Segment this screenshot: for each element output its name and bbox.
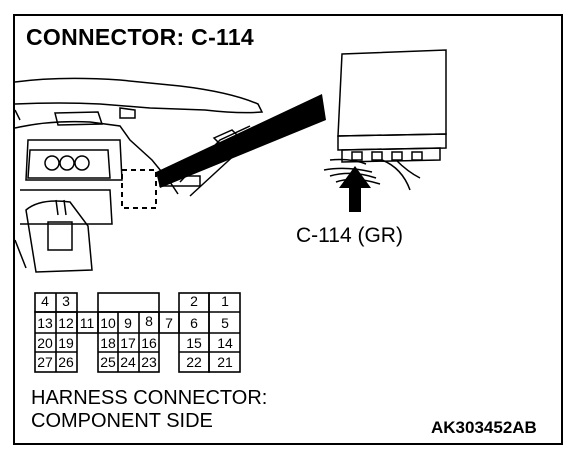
pin-13: 13 [37,315,53,331]
pin-4: 4 [41,293,49,309]
pin-labels: 4 3 2 1 13 12 11 10 9 8 7 6 5 20 19 18 1… [37,293,233,370]
pin-25: 25 [100,354,116,370]
pin-20: 20 [37,335,53,351]
caption-line-2: COMPONENT SIDE [31,410,213,432]
pin-18: 18 [100,335,116,351]
pin-14: 14 [217,335,233,351]
pin-6: 6 [190,315,198,331]
pin-10: 10 [100,315,116,331]
pin-22: 22 [186,354,202,370]
pin-15: 15 [186,335,202,351]
pin-3: 3 [62,293,70,309]
pin-9: 9 [124,315,132,331]
connector-pin-diagram [34,292,241,373]
pin-27: 27 [37,354,53,370]
pin-12: 12 [58,315,74,331]
connector-location-marker [121,169,157,209]
pin-17: 17 [120,335,136,351]
pin-21: 21 [217,354,233,370]
pin-8: 8 [145,313,153,329]
arrow-icon [339,166,371,212]
pin-11: 11 [80,315,95,331]
component-label: C-114 (GR) [296,224,403,247]
pin-1: 1 [221,293,229,309]
pin-16: 16 [141,335,157,351]
pin-19: 19 [58,335,74,351]
caption-line-1: HARNESS CONNECTOR: [31,387,268,409]
image-code: AK303452AB [431,418,537,437]
zoom-wedge [156,94,326,188]
pin-23: 23 [141,354,157,370]
component-unit [323,49,447,191]
pin-24: 24 [120,354,136,370]
harness-caption: HARNESS CONNECTOR: COMPONENT SIDE [31,387,267,433]
pin-7: 7 [165,315,173,331]
dashboard-outline [14,77,264,273]
diagram-frame [13,14,563,445]
pin-26: 26 [58,354,74,370]
pin-2: 2 [190,293,198,309]
pin-5: 5 [221,315,229,331]
diagram-title: CONNECTOR: C-114 [26,24,255,50]
